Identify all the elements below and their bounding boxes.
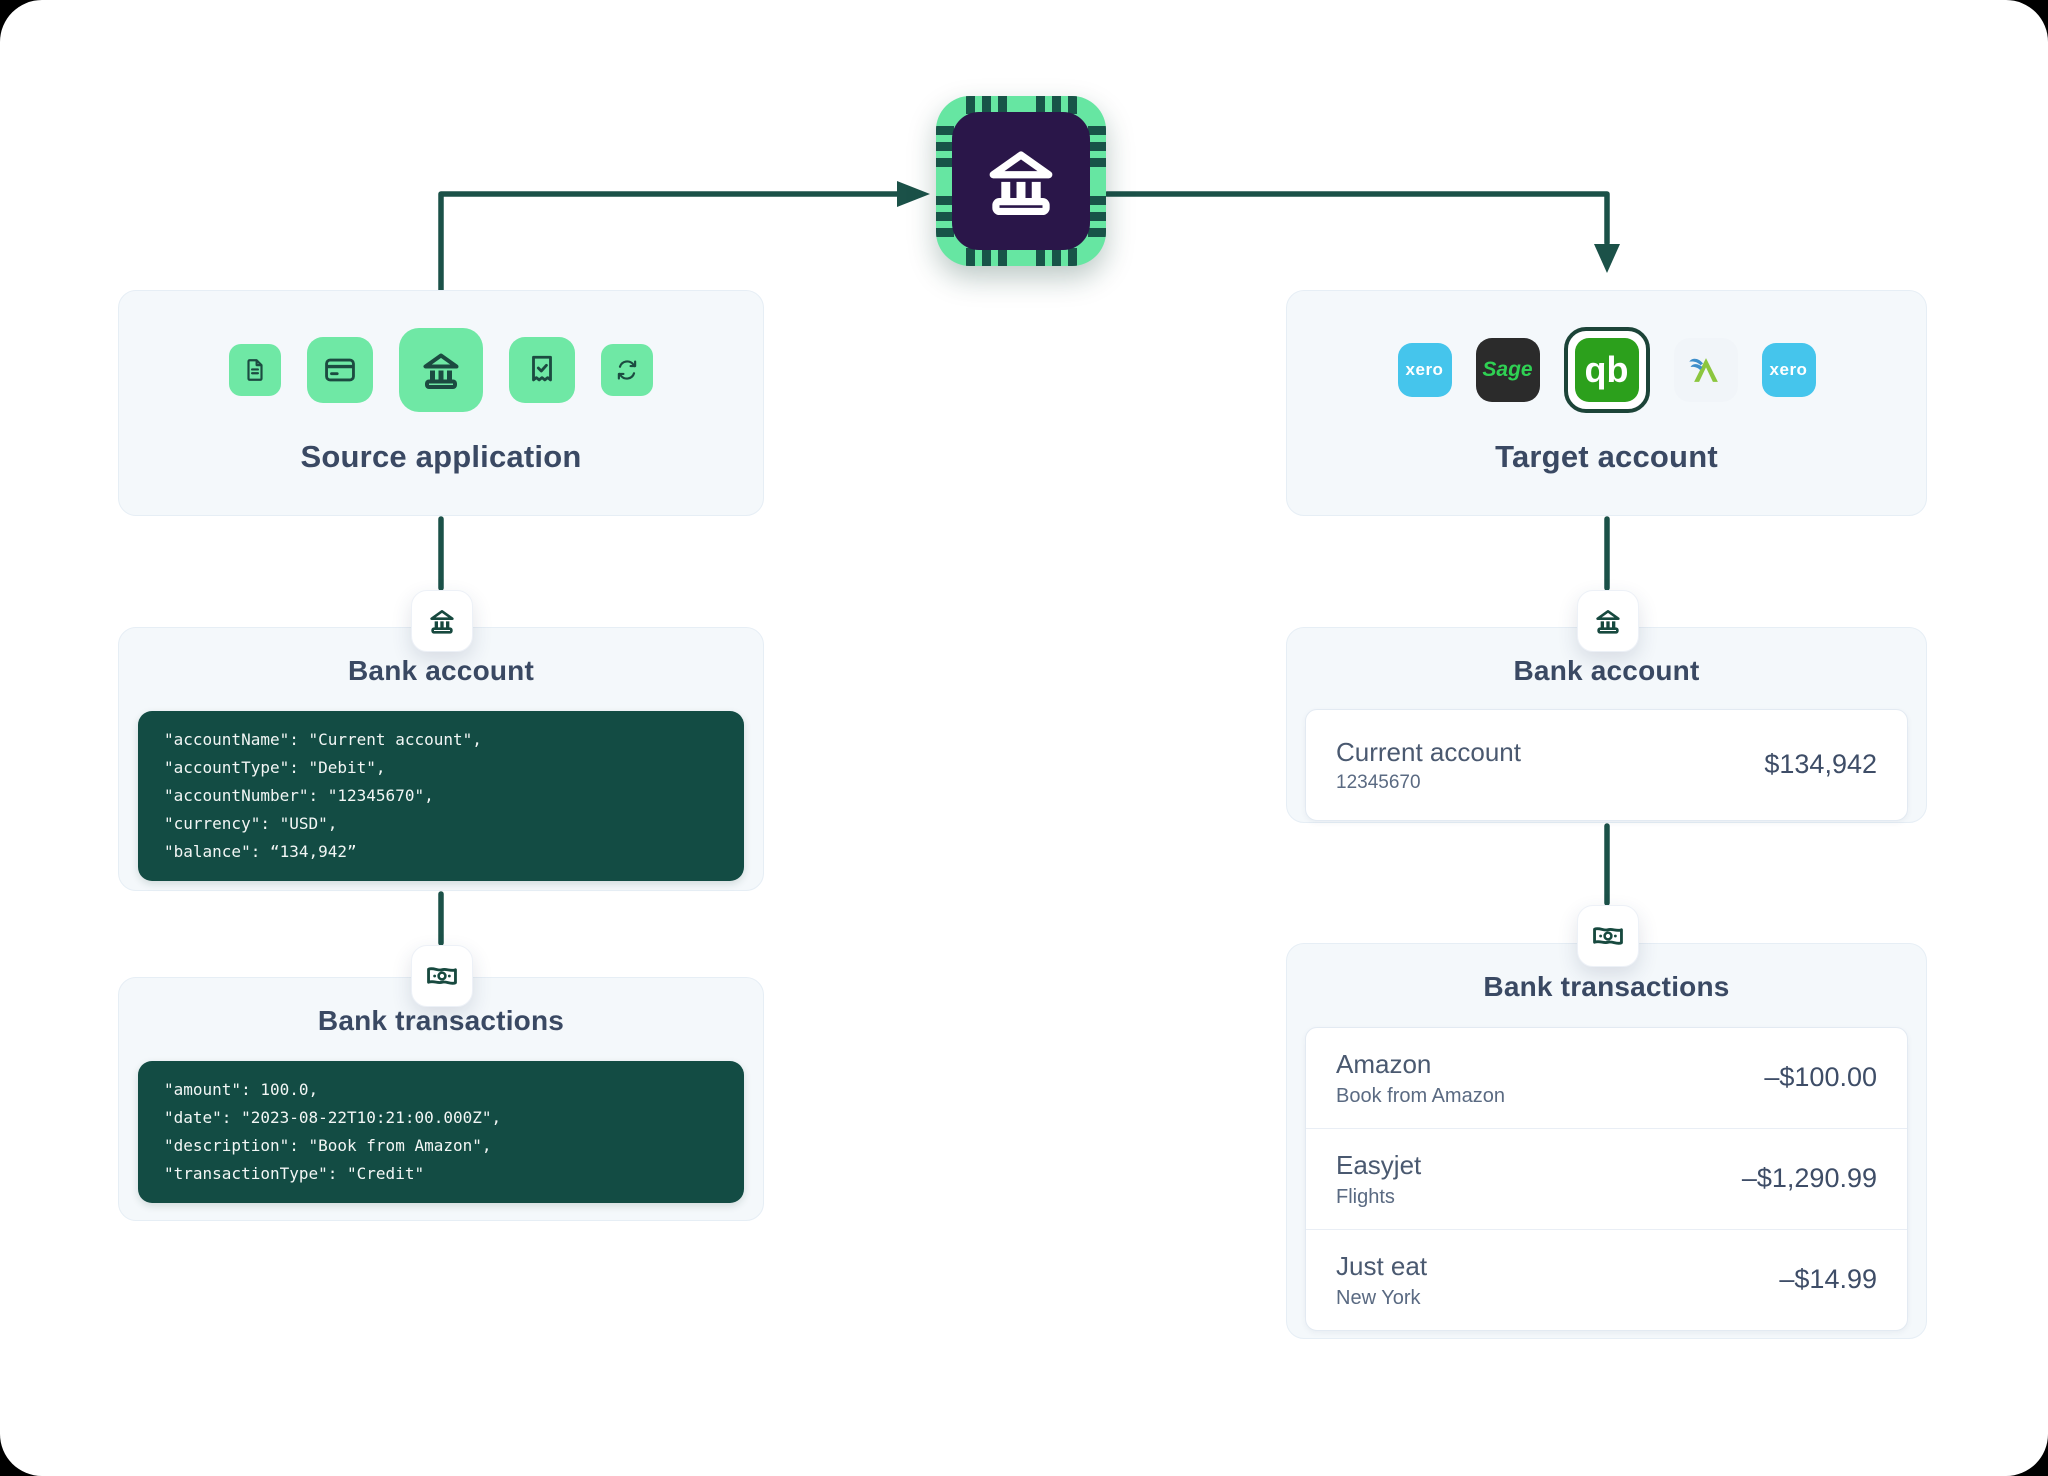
target-app-row: xero Sage qb xero (1398, 327, 1816, 413)
transaction-row: Just eat New York –$14.99 (1306, 1230, 1907, 1330)
transaction-name: Amazon (1336, 1048, 1505, 1081)
banknote-icon (425, 959, 459, 993)
transaction-amount: –$100.00 (1764, 1062, 1877, 1093)
banknote-badge-icon-right (1577, 905, 1639, 967)
right-bank-account-card: Bank account Current account 12345670 $1… (1286, 627, 1927, 823)
transaction-detail: Flights (1336, 1186, 1421, 1209)
arrow-hub-to-target (1107, 194, 1607, 243)
arrow-source-to-hub (441, 194, 897, 291)
sync-icon (601, 344, 653, 396)
transaction-row: Easyjet Flights –$1,290.99 (1306, 1129, 1907, 1230)
code-line: "accountName": "Current account", (164, 726, 718, 754)
xero-app-icon-2: xero (1762, 343, 1816, 397)
xero-label: xero (1406, 360, 1444, 380)
source-icon-row (229, 327, 653, 413)
xero-label-2: xero (1770, 360, 1808, 380)
quickbooks-app-icon-selected: qb (1564, 327, 1650, 413)
bank-icon (1592, 605, 1624, 637)
sage-label: Sage (1482, 358, 1532, 382)
banknote-badge-icon (411, 945, 473, 1007)
code-line: "transactionType": "Credit" (164, 1160, 718, 1188)
transaction-detail: Book from Amazon (1336, 1085, 1505, 1108)
target-account-card: xero Sage qb xero Target account (1286, 290, 1927, 516)
sage-app-icon: Sage (1476, 338, 1540, 402)
chip-pins-right (1088, 96, 1106, 266)
code-line: "currency": "USD", (164, 810, 718, 838)
transaction-info: Amazon Book from Amazon (1336, 1048, 1505, 1108)
transaction-amount: –$14.99 (1779, 1264, 1877, 1295)
bank-icon (426, 605, 458, 637)
account-balance: $134,942 (1764, 749, 1877, 780)
quickbooks-label: qb (1585, 349, 1629, 391)
transaction-info: Easyjet Flights (1336, 1149, 1421, 1209)
bank-icon (978, 138, 1064, 224)
freeagent-logo (1687, 351, 1725, 389)
transaction-row: Amazon Book from Amazon –$100.00 (1306, 1028, 1907, 1129)
bank-badge-icon-right (1577, 590, 1639, 652)
document-icon (229, 344, 281, 396)
transaction-amount: –$1,290.99 (1742, 1163, 1877, 1194)
receipt-check-icon (509, 337, 575, 403)
arrowhead-right (897, 181, 930, 207)
account-info: Current account 12345670 (1336, 736, 1521, 795)
account-name: Current account (1336, 736, 1521, 769)
transaction-name: Just eat (1336, 1250, 1427, 1283)
code-line: "accountNumber": "12345670", (164, 782, 718, 810)
left-bank-transactions-card: Bank transactions "amount": 100.0, "date… (118, 977, 764, 1221)
freeagent-app-icon (1674, 338, 1738, 402)
source-application-card: Source application (118, 290, 764, 516)
code-line: "balance": “134,942” (164, 838, 718, 866)
bank-account-json-block: "accountName": "Current account", "accou… (138, 711, 744, 881)
code-line: "accountType": "Debit", (164, 754, 718, 782)
right-bank-transactions-card: Bank transactions Amazon Book from Amazo… (1286, 943, 1927, 1339)
code-line: "date": "2023-08-22T10:21:00.000Z", (164, 1104, 718, 1132)
left-bank-account-card: Bank account "accountName": "Current acc… (118, 627, 764, 891)
source-card-title: Source application (301, 439, 582, 475)
arrowhead-down (1594, 244, 1620, 273)
transaction-info: Just eat New York (1336, 1250, 1427, 1310)
left-bank-account-title: Bank account (348, 656, 534, 687)
quickbooks-logo: qb (1575, 338, 1639, 402)
right-bank-transactions-title: Bank transactions (1483, 972, 1729, 1003)
banknote-icon (1591, 919, 1625, 953)
account-number: 12345670 (1336, 772, 1521, 794)
target-card-title: Target account (1495, 439, 1718, 475)
transactions-list: Amazon Book from Amazon –$100.00 Easyjet… (1305, 1027, 1908, 1331)
right-bank-account-title: Bank account (1514, 656, 1700, 687)
left-bank-transactions-title: Bank transactions (318, 1006, 564, 1037)
bank-icon (399, 328, 483, 412)
credit-card-icon (307, 337, 373, 403)
bank-badge-icon (411, 590, 473, 652)
chip-inner-panel (952, 112, 1090, 250)
bank-transactions-json-block: "amount": 100.0, "date": "2023-08-22T10:… (138, 1061, 744, 1203)
code-line: "amount": 100.0, (164, 1076, 718, 1104)
code-line: "description": "Book from Amazon", (164, 1132, 718, 1160)
transaction-detail: New York (1336, 1287, 1427, 1310)
current-account-row: Current account 12345670 $134,942 (1305, 709, 1908, 821)
transaction-name: Easyjet (1336, 1149, 1421, 1182)
chip-pins-bottom (936, 248, 1106, 266)
xero-app-icon: xero (1398, 343, 1452, 397)
bank-chip-icon (936, 96, 1106, 266)
